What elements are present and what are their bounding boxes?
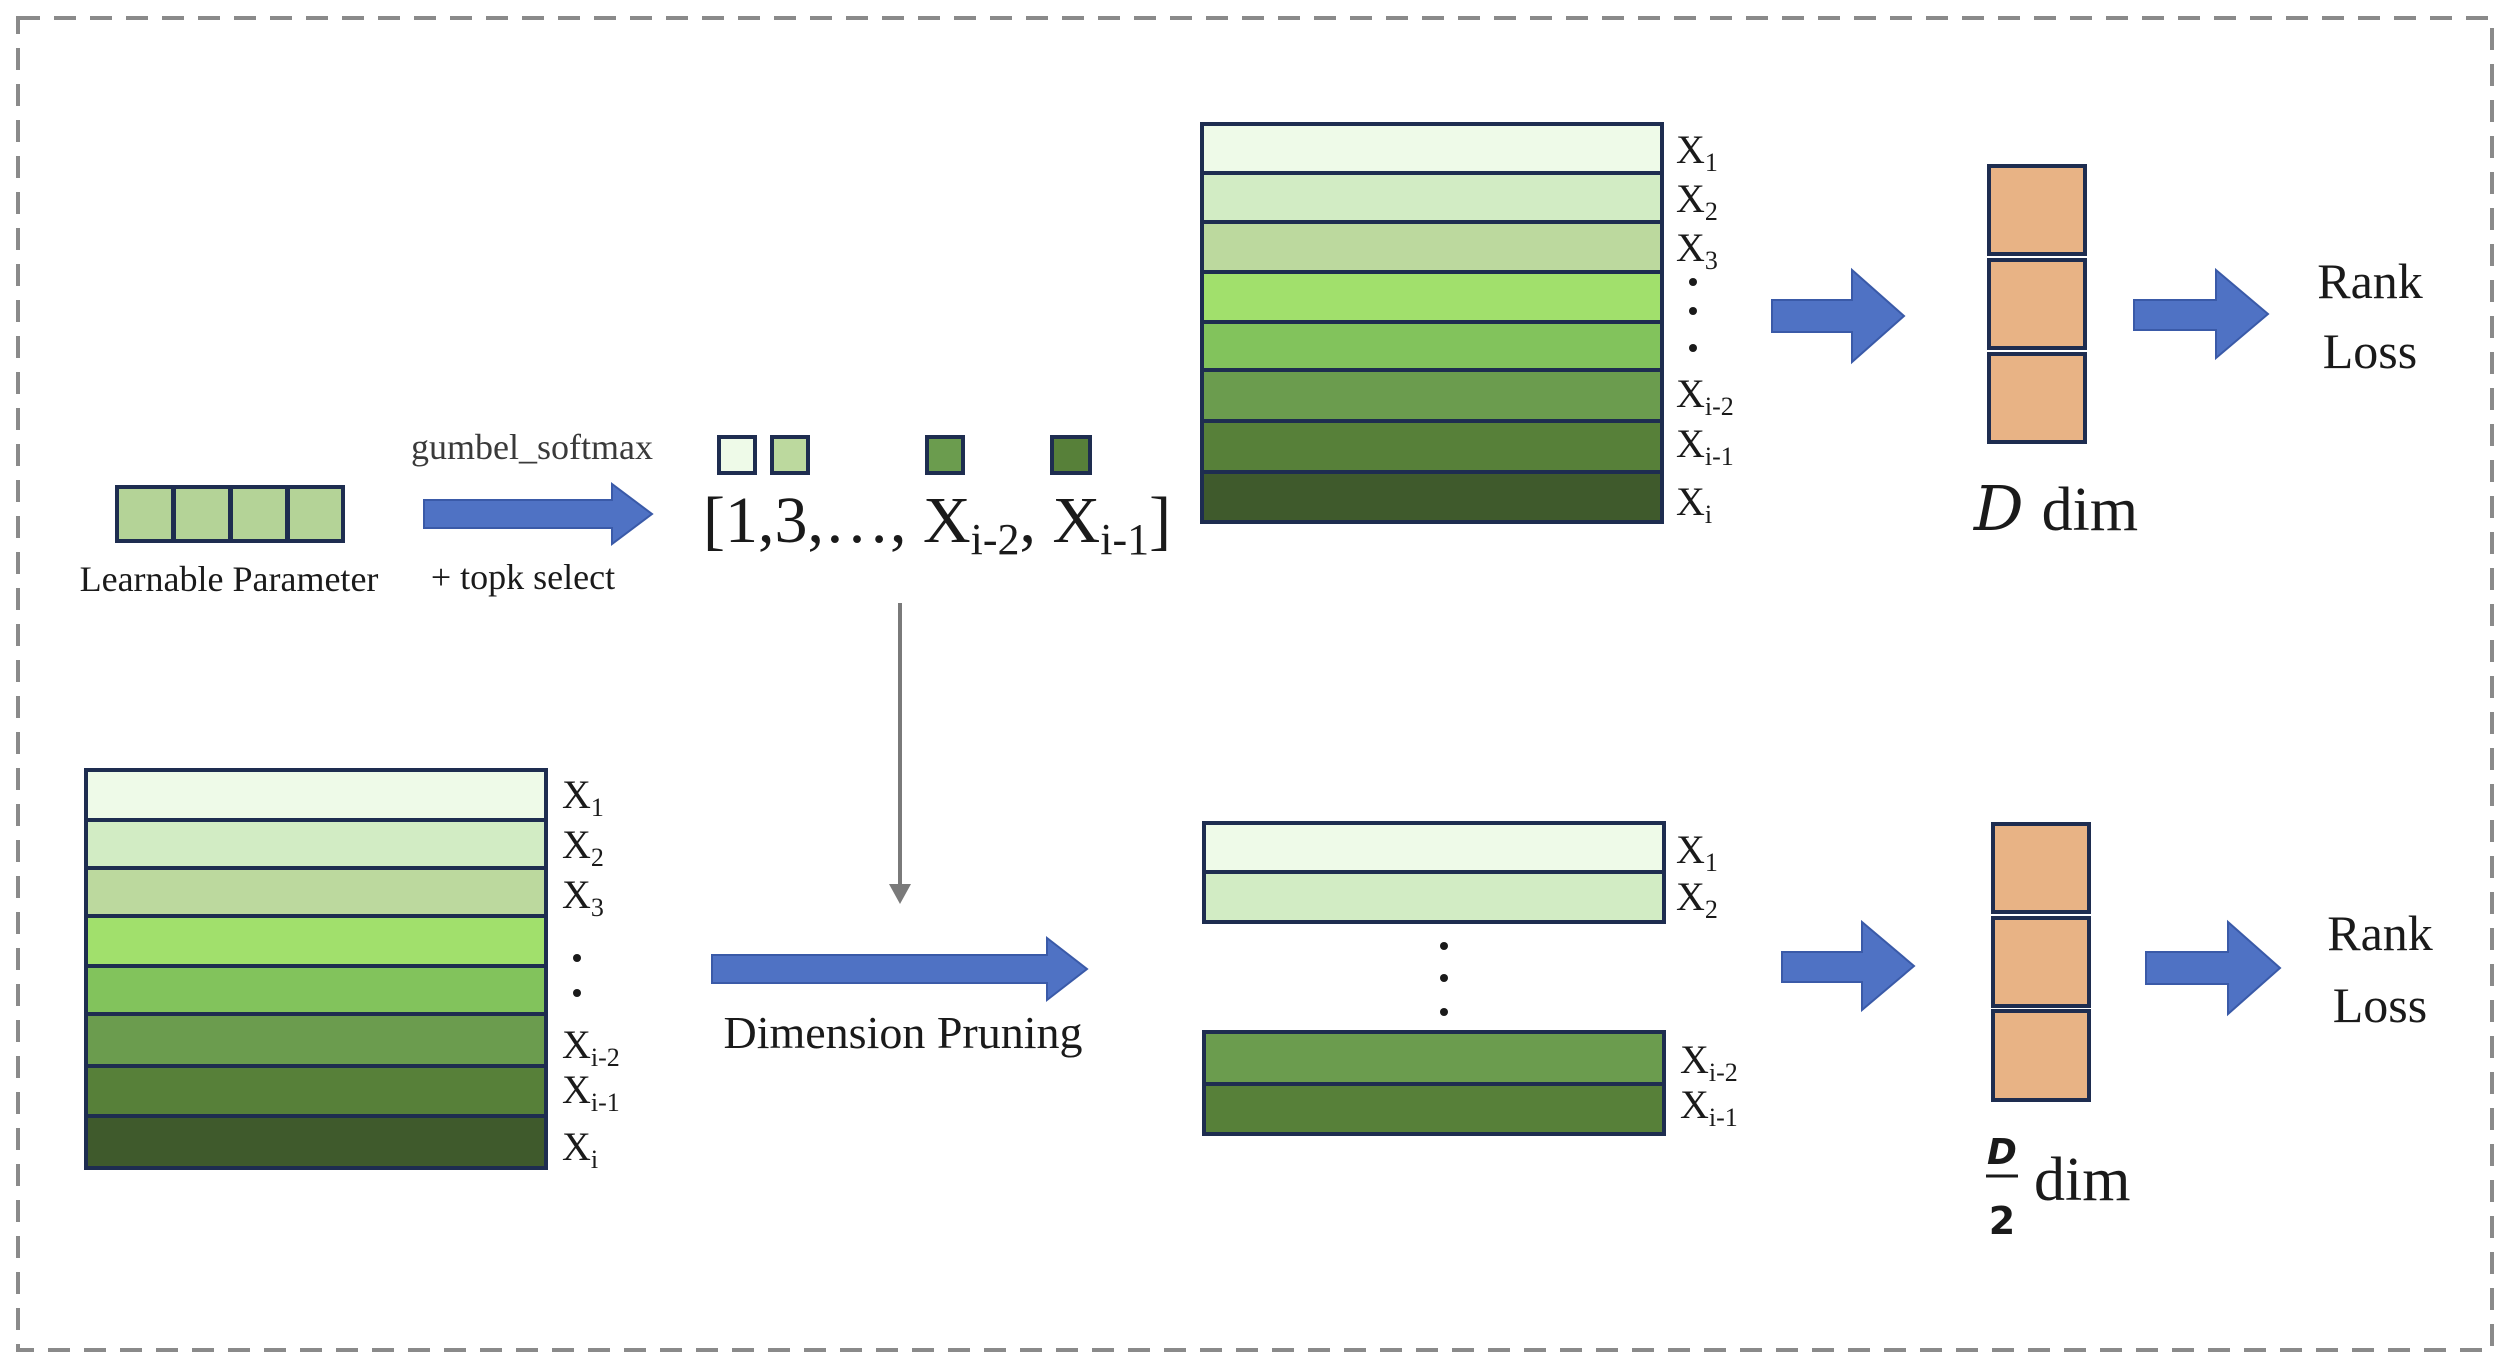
output-cell xyxy=(1987,164,2087,256)
embedding-row xyxy=(1202,870,1666,924)
selected-square-i-1 xyxy=(1050,435,1092,475)
param-cell xyxy=(286,485,345,543)
embedding-row xyxy=(1202,821,1666,874)
embedding-row xyxy=(1200,368,1664,423)
svg-text:X1: X1 xyxy=(1676,127,1718,177)
topk-select-label: + topk select xyxy=(431,557,615,597)
param-cell xyxy=(172,485,232,543)
embedding-row xyxy=(1200,470,1664,524)
full-stack-bottom-labels: X1 X2 X3 Xi-2 Xi-1 Xi xyxy=(562,772,620,1174)
full-embedding-stack-bottom xyxy=(84,768,548,1170)
pruned-embedding-stack xyxy=(1202,821,1666,1136)
learnable-parameter-label: Learnable Parameter xyxy=(80,559,379,599)
selection-down-arrowhead xyxy=(889,884,911,904)
selected-index-list: [1,3,…, Xi-2, Xi-1] xyxy=(703,484,1171,564)
embedding-row xyxy=(1200,419,1664,474)
learnable-parameter-blocks xyxy=(115,485,345,543)
embedding-row xyxy=(1202,1082,1666,1136)
embedding-row xyxy=(84,1114,548,1170)
bottom-output-vector xyxy=(1991,822,2091,1102)
output-cell xyxy=(1991,916,2091,1008)
embedding-row xyxy=(84,768,548,822)
embedding-row xyxy=(84,1064,548,1118)
embedding-row xyxy=(1200,270,1664,324)
bottom-output-arrow-1 xyxy=(1781,919,1916,1013)
full-stack-top-labels: X1 X2 X3 Xi-2 Xi-1 Xi xyxy=(1676,127,1734,529)
selected-square-3 xyxy=(770,435,810,475)
svg-text:D: D xyxy=(1987,1132,2017,1173)
selected-square-1 xyxy=(717,435,757,475)
top-output-arrow-1 xyxy=(1771,267,1906,365)
output-cell xyxy=(1991,822,2091,914)
output-cell xyxy=(1987,258,2087,350)
bottom-rank-loss-label-2: Loss xyxy=(2333,977,2427,1033)
svg-text:Xi-2: Xi-2 xyxy=(1680,1037,1738,1087)
embedding-row xyxy=(84,1012,548,1068)
svg-text:Xi: Xi xyxy=(562,1124,598,1174)
svg-text:X2: X2 xyxy=(1676,874,1718,924)
svg-text:Xi: Xi xyxy=(1676,479,1712,529)
svg-text:dim: dim xyxy=(2034,1146,2130,1214)
top-rank-loss-label-2: Loss xyxy=(2323,323,2417,379)
embedding-row xyxy=(1200,220,1664,274)
embedding-row xyxy=(1200,171,1664,224)
svg-text:X1: X1 xyxy=(1676,827,1718,877)
svg-text:2: 2 xyxy=(1989,1199,2015,1243)
top-output-arrow-2 xyxy=(2133,267,2270,361)
top-output-vector xyxy=(1987,164,2087,444)
svg-text:Xi-2: Xi-2 xyxy=(1676,371,1734,421)
select-arrow xyxy=(423,482,654,546)
full-embedding-stack-top xyxy=(1200,122,1664,524)
outer-dashed-frame xyxy=(16,16,2494,1352)
selected-square-i-2 xyxy=(925,435,965,475)
bottom-rank-loss-label: Rank xyxy=(2327,905,2433,961)
svg-text:X2: X2 xyxy=(1676,176,1718,226)
svg-text:X3: X3 xyxy=(562,872,604,922)
svg-text:Xi-1: Xi-1 xyxy=(1680,1082,1738,1132)
dimension-pruning-label: Dimension Pruning xyxy=(723,1007,1082,1058)
top-rank-loss-label: Rank xyxy=(2317,253,2423,309)
selected-index-squares xyxy=(717,435,1092,475)
embedding-row xyxy=(84,818,548,870)
embedding-row xyxy=(84,964,548,1016)
embedding-row xyxy=(84,914,548,968)
embedding-row xyxy=(1202,1030,1666,1086)
bottom-dim-label: D 2 dim xyxy=(1986,1132,2130,1243)
svg-text:X3: X3 xyxy=(1676,225,1718,275)
output-cell xyxy=(1991,1009,2091,1102)
svg-text:Xi-2: Xi-2 xyxy=(562,1022,620,1072)
pruned-stack-labels: X1 X2 Xi-2 Xi-1 xyxy=(1440,827,1738,1132)
svg-text:Xi-1: Xi-1 xyxy=(1676,421,1734,471)
embedding-row xyxy=(84,866,548,918)
dimension-pruning-arrow xyxy=(711,935,1089,1003)
bottom-output-arrow-2 xyxy=(2145,919,2282,1017)
param-cell xyxy=(229,485,289,543)
svg-text:Xi-1: Xi-1 xyxy=(562,1067,620,1117)
svg-text:X2: X2 xyxy=(562,822,604,872)
gumbel-softmax-label: gumbel_softmax xyxy=(411,427,653,467)
param-cell xyxy=(115,485,175,543)
embedding-row xyxy=(1200,320,1664,372)
svg-text:X1: X1 xyxy=(562,772,604,822)
output-cell xyxy=(1987,352,2087,444)
embedding-row xyxy=(1200,122,1664,175)
